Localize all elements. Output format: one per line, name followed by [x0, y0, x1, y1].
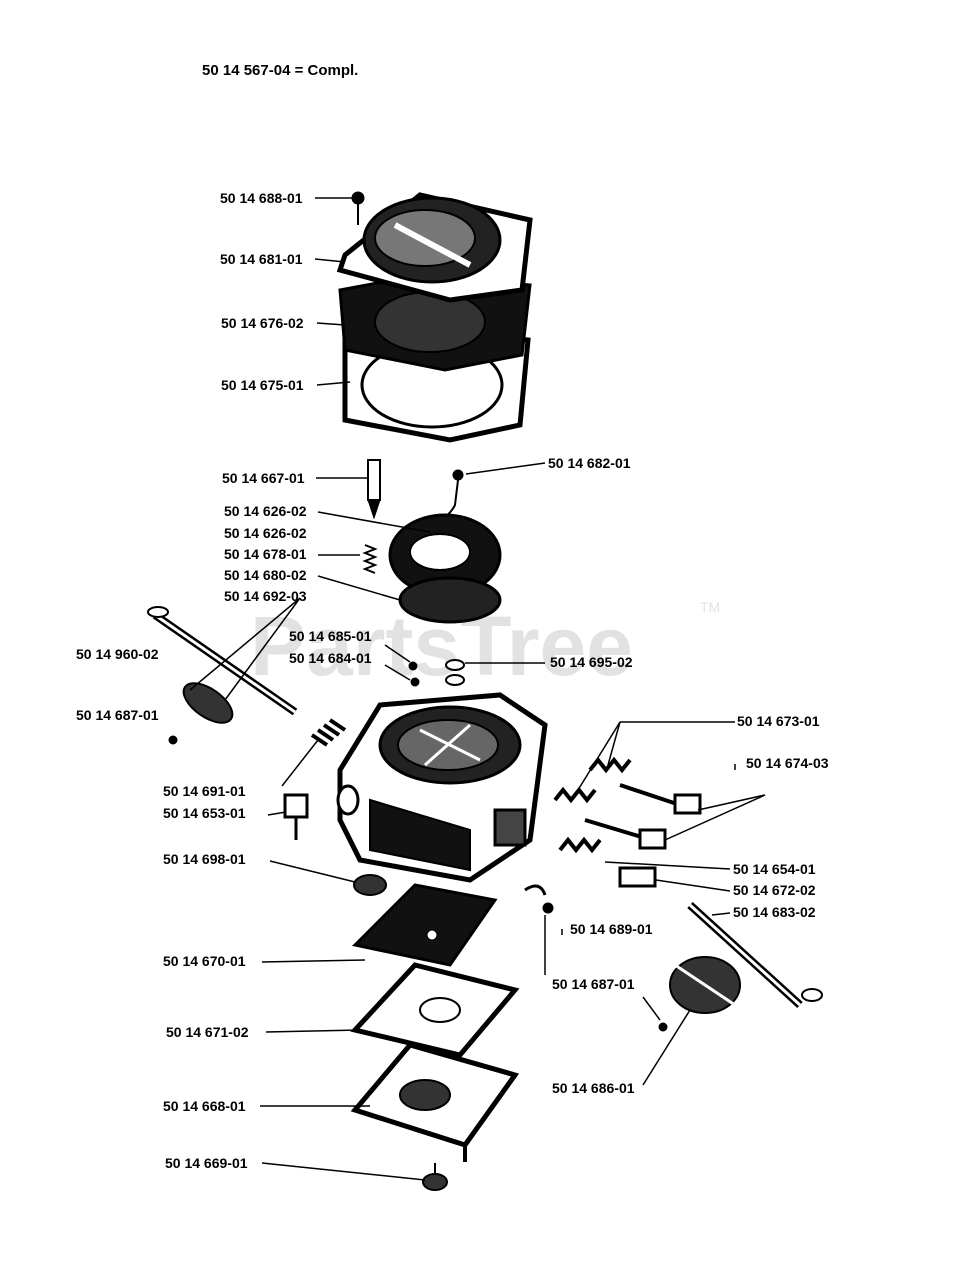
part-label: 50 14 682-01: [548, 455, 631, 471]
part-label: 50 14 671-02: [166, 1024, 249, 1040]
part-label: 50 14 683-02: [733, 904, 816, 920]
part-label: 50 14 698-01: [163, 851, 246, 867]
part-label: 50 14 687-01: [552, 976, 635, 992]
part-label: 50 14 672-02: [733, 882, 816, 898]
drawing-top-cover: [336, 191, 533, 443]
part-label: 50 14 689-01: [570, 921, 653, 937]
part-label: 50 14 674-03: [746, 755, 829, 771]
part-label: 50 14 695-02: [550, 654, 633, 670]
part-label: 50 14 675-01: [221, 377, 304, 393]
drawing-adjusting-screws: [524, 756, 702, 914]
part-label: 50 14 685-01: [289, 628, 372, 644]
part-label: 50 14 691-01: [163, 783, 246, 799]
drawing-right-shaft: [658, 902, 823, 1032]
drawing-left-shaft: [147, 606, 347, 840]
part-label: 50 14 678-01: [224, 546, 307, 562]
watermark-tm: TM: [700, 599, 720, 615]
part-labels: 50 14 688-01 50 14 681-01 50 14 676-02 5…: [76, 190, 829, 1171]
part-label: 50 14 673-01: [737, 713, 820, 729]
drawing-bottom-stack: [350, 874, 520, 1191]
part-label: 50 14 668-01: [163, 1098, 246, 1114]
assembly-label: 50 14 567-04 = Compl.: [202, 62, 358, 79]
part-label: 50 14 670-01: [163, 953, 246, 969]
part-label: 50 14 680-02: [224, 567, 307, 583]
part-label: 50 14 692-03: [224, 588, 307, 604]
part-label: 50 14 688-01: [220, 190, 303, 206]
part-label: 50 14 681-01: [220, 251, 303, 267]
part-label: 50 14 960-02: [76, 646, 159, 662]
part-label: 50 14 654-01: [733, 861, 816, 877]
leader-lines: [189, 197, 766, 1181]
part-label: 50 14 653-01: [163, 805, 246, 821]
part-label: 50 14 686-01: [552, 1080, 635, 1096]
part-label: 50 14 667-01: [222, 470, 305, 486]
part-label: 50 14 669-01: [165, 1155, 248, 1171]
part-label: 50 14 626-02: [224, 525, 307, 541]
part-label: 50 14 676-02: [221, 315, 304, 331]
part-label: 50 14 687-01: [76, 707, 159, 723]
part-label: 50 14 684-01: [289, 650, 372, 666]
part-label: 50 14 626-02: [224, 503, 307, 519]
drawing-carburetor-body: [336, 692, 548, 883]
